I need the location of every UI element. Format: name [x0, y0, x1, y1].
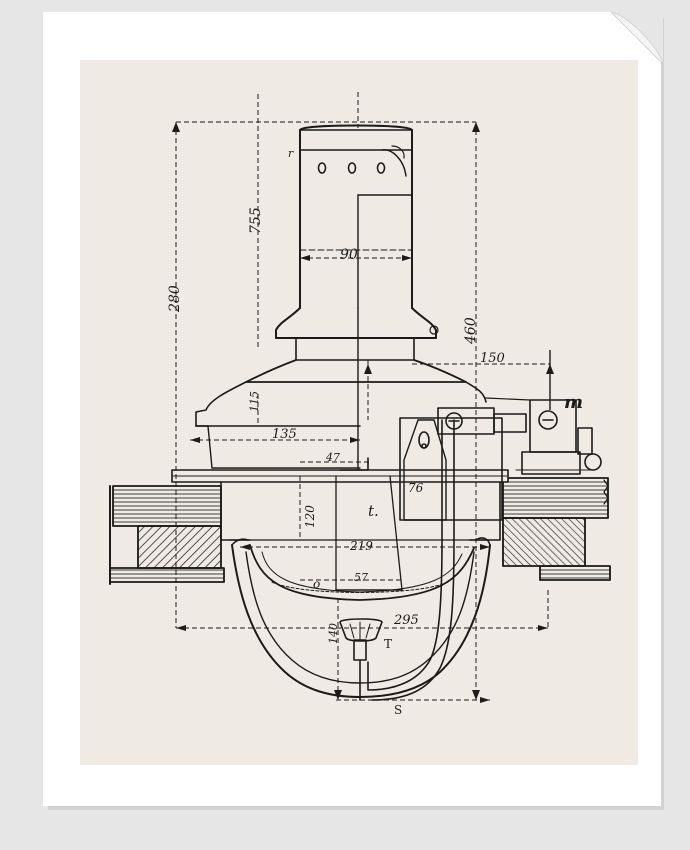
label-height-small: 115	[248, 391, 261, 412]
label-width-47: 47	[326, 451, 340, 464]
label-letter-T: T	[384, 637, 393, 651]
label-height-chimney: 755	[248, 207, 264, 234]
label-height-right: 460	[463, 317, 479, 344]
label-letter-t: t.	[368, 502, 379, 520]
lamp-body	[220, 481, 501, 541]
label-tube-76: 76	[408, 481, 424, 495]
label-height-120: 120	[303, 505, 317, 528]
label-letter-S: S	[394, 703, 403, 717]
tap-valve	[339, 618, 383, 701]
chimney	[299, 124, 413, 309]
reflector-dish	[249, 544, 475, 601]
roof-beam-left	[109, 485, 225, 585]
label-width-57: 57	[354, 571, 368, 584]
label-base-width: 135	[272, 427, 297, 442]
dimension-lines	[175, 92, 551, 701]
label-chimney-width: 90	[340, 247, 358, 263]
engraving-plate	[80, 60, 638, 765]
label-vent-r: r	[288, 147, 294, 160]
label-height-bottom: 140	[327, 623, 340, 644]
fuel-pipe	[367, 419, 455, 701]
label-width-219: 219	[350, 539, 373, 553]
label-letter-o: o	[313, 577, 321, 591]
valve-mechanism	[437, 397, 602, 475]
label-letter-m: m	[564, 392, 584, 413]
label-width-150: 150	[480, 351, 505, 366]
dimension-arrows	[172, 122, 554, 703]
roof-beam-right	[502, 477, 611, 581]
lamp-flange	[171, 469, 509, 541]
fuel-reservoir	[399, 417, 503, 521]
label-width-295: 295	[394, 613, 419, 628]
corner-curl-icon	[611, 12, 663, 64]
label-height-total: 280	[167, 285, 183, 312]
